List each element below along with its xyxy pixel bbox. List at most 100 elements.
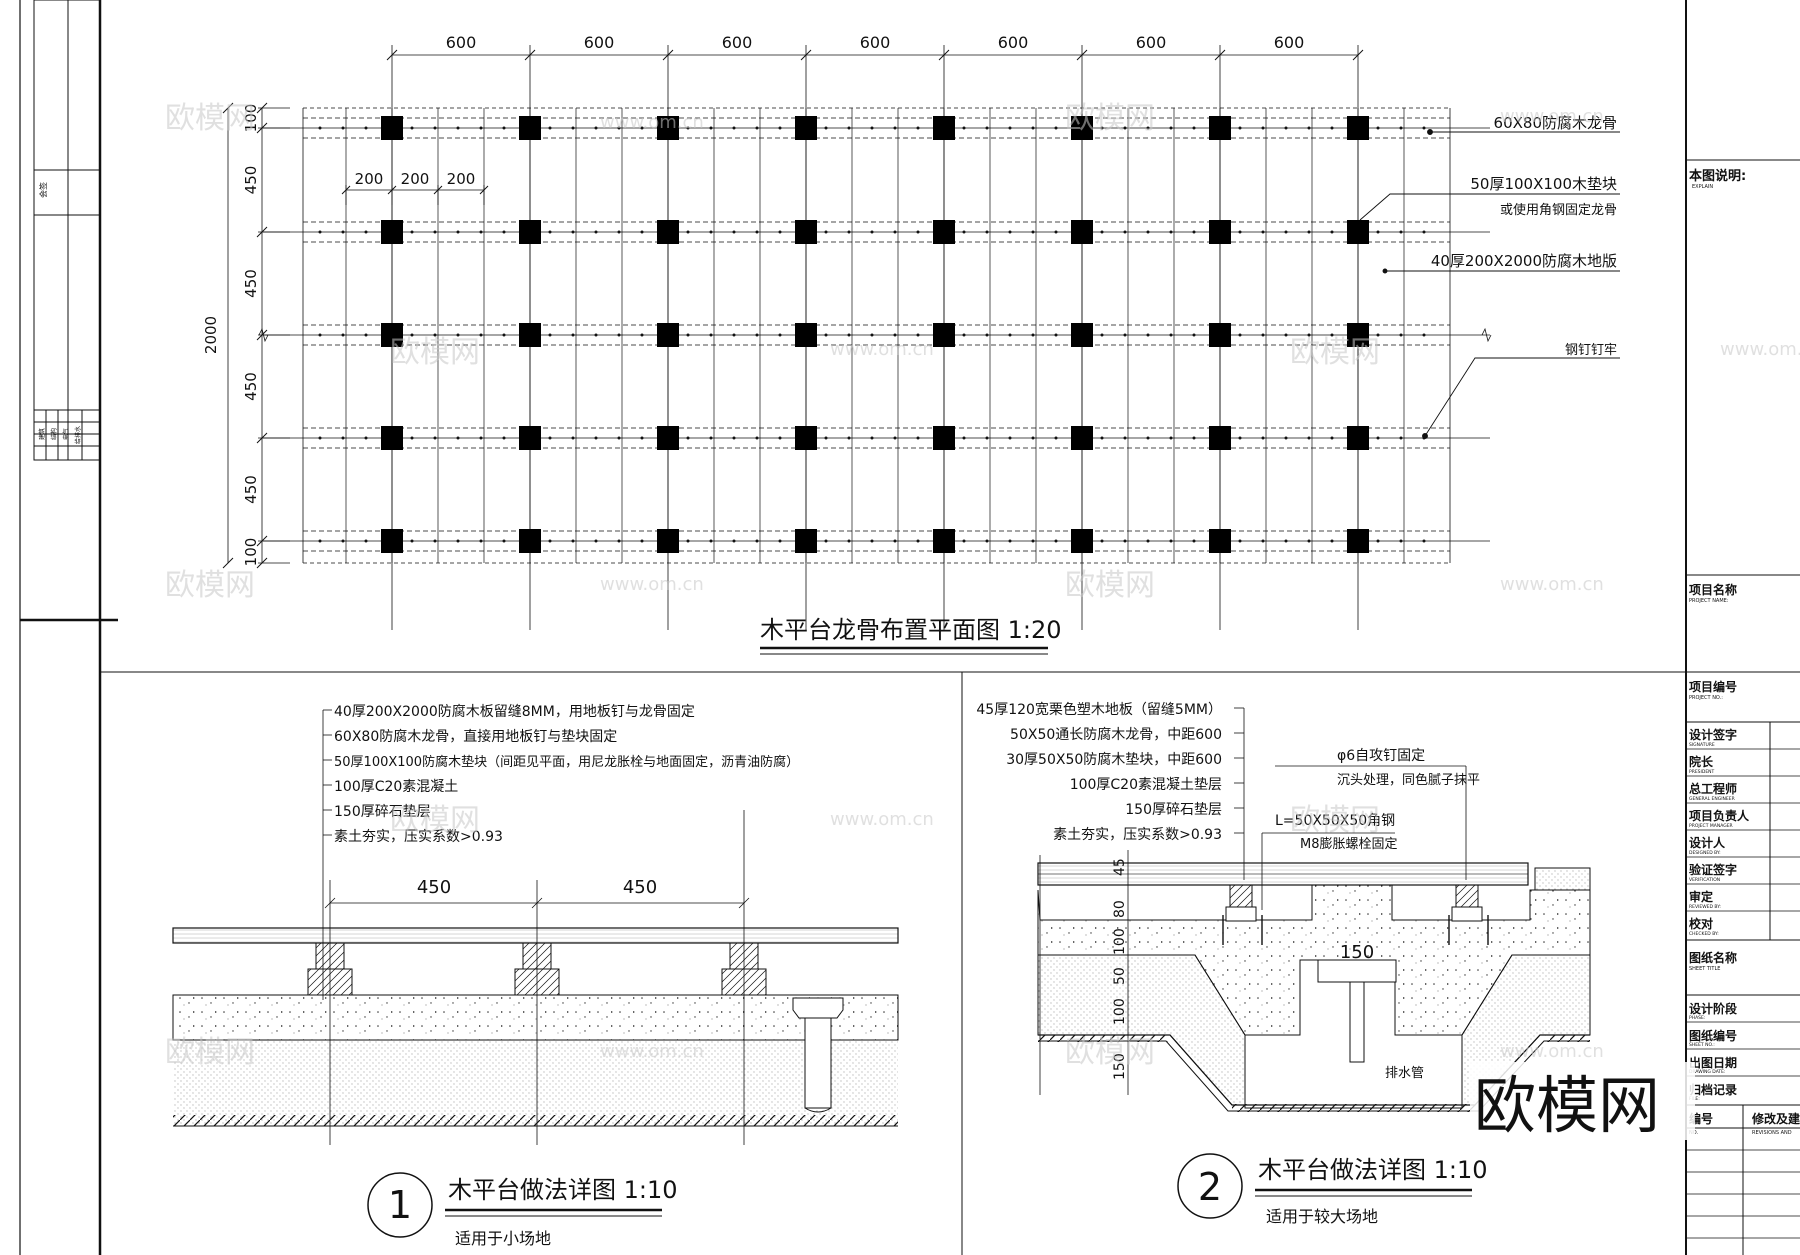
plan-dim-600: 600 [584, 33, 615, 52]
nail-dot [502, 539, 506, 543]
nail-dot [824, 230, 828, 234]
d1-layer-1: 40厚200X2000防腐木板留缝8MM，用地板钉与龙骨固定 [334, 703, 695, 720]
label-keel: 60X80防腐木龙骨 [1494, 114, 1617, 132]
tb-explain-en: EXPLAIN [1692, 184, 1713, 190]
nail-dot [410, 436, 414, 440]
plan-dim-600: 600 [722, 33, 753, 52]
nail-dot [548, 126, 552, 130]
wood-block [1209, 116, 1231, 140]
nail-dot [1146, 126, 1150, 130]
wood-block [381, 529, 403, 553]
nail-dot [1307, 539, 1311, 543]
nail-dot [1192, 436, 1196, 440]
nail-dot [916, 126, 920, 130]
nail-dot [824, 333, 828, 337]
tb-row-label: 校对 [1689, 916, 1713, 931]
nail-dot [1261, 436, 1265, 440]
countersign-strip [33, 0, 101, 461]
nail-dot [1146, 230, 1150, 234]
nail-dot [1054, 333, 1058, 337]
nail-dot [1031, 436, 1035, 440]
nail-dot [318, 436, 322, 440]
nail-dot [870, 126, 874, 130]
nail-dot [1031, 126, 1035, 130]
tb-project-name-en: PROJECT NAME: [1689, 598, 1729, 604]
nail-dot [617, 126, 621, 130]
d2-title: 木平台做法详图 1:10 [1258, 1156, 1488, 1184]
nail-dot [502, 126, 506, 130]
wood-block [1071, 323, 1093, 347]
nail-dot [1192, 126, 1196, 130]
tb-row-label: 验证签字 [1689, 862, 1737, 877]
nail-dot [364, 126, 368, 130]
watermark-logo: 欧模网 [1065, 1035, 1155, 1070]
nail-dot [824, 436, 828, 440]
nail-dot [847, 333, 851, 337]
d2-vdim-80: 80 [1112, 900, 1128, 918]
d1-layer-3: 50厚100X100防腐木垫块（间距见平面，用尼龙胀栓与地面固定，沥青油防腐） [334, 754, 799, 770]
nail-dot [755, 539, 759, 543]
nail-dot [1238, 333, 1242, 337]
wood-block [795, 529, 817, 553]
nail-dot [341, 436, 345, 440]
wood-block [1071, 529, 1093, 553]
nail-dot [1100, 230, 1104, 234]
nail-dot [1330, 126, 1334, 130]
d2-layer-3: 30厚50X50防腐木垫块，中距600 [1006, 751, 1222, 768]
nail-dot [686, 126, 690, 130]
tb-row-label: 设计签字 [1689, 727, 1737, 742]
d1-layer-5: 150厚碎石垫层 [334, 804, 431, 820]
watermark-url: www.om.cn [830, 809, 934, 830]
nail-dot [456, 539, 460, 543]
nail-dot [1146, 333, 1150, 337]
nail-dot [479, 436, 483, 440]
d2-layer-1: 45厚120宽栗色塑木地板（留缝5MM） [976, 701, 1222, 718]
watermark-logo: 欧模网 [165, 101, 255, 136]
d1-title: 木平台做法详图 1:10 [448, 1176, 678, 1204]
nail-dot [548, 230, 552, 234]
wood-block [1071, 426, 1093, 450]
nail-dot [686, 333, 690, 337]
d2-note-screw: φ6自攻钉固定 [1337, 748, 1425, 764]
nail-dot [318, 333, 322, 337]
tb-project-no: 项目编号 [1689, 679, 1737, 694]
watermark-url: www.om.cn [830, 339, 934, 360]
plan-dim-200: 200 [355, 170, 384, 188]
nail-dot [778, 126, 782, 130]
nail-dot [732, 333, 736, 337]
nail-dot [1399, 230, 1403, 234]
tb-rev-desc-en: REVISIONS AND [1752, 1130, 1792, 1136]
tb-row-label: 审定 [1689, 889, 1713, 904]
d2-drain-label: 排水管 [1385, 1066, 1424, 1081]
nail-dot [548, 333, 552, 337]
d2-subtitle: 适用于较大场地 [1266, 1207, 1378, 1226]
tb-row-label-en: GENERAL ENGINEER [1689, 796, 1735, 802]
d2-layer-4: 100厚C20素混凝土垫层 [1070, 777, 1222, 793]
nail-dot [732, 230, 736, 234]
watermark-logo: 欧模网 [1065, 568, 1155, 603]
tb-row-label-en: DRAWING DATE: [1689, 1069, 1726, 1075]
nail-dot [732, 436, 736, 440]
nail-dot [985, 539, 989, 543]
nail-dot [1123, 230, 1127, 234]
wood-block [519, 220, 541, 244]
plan-title: 木平台龙骨布置平面图 1:20 [760, 616, 1062, 644]
tb-row-label-en: DESIGNED BY: [1689, 850, 1721, 856]
nail-dot [962, 436, 966, 440]
nail-dot [341, 126, 345, 130]
nail-dot [318, 230, 322, 234]
watermark-logo: 欧模网 [390, 803, 480, 838]
nail-dot [594, 126, 598, 130]
nail-dot [1192, 230, 1196, 234]
strip-item-struct: 结构 [50, 428, 58, 440]
wood-block [657, 323, 679, 347]
nail-dot [571, 436, 575, 440]
nail-dot [1008, 126, 1012, 130]
wood-block [381, 426, 403, 450]
plan-dim-left: 450 [242, 269, 260, 298]
d2-vdim-150: 150 [1112, 1053, 1128, 1080]
nail-dot [1123, 333, 1127, 337]
tb-row-label-en: SIGNATURE [1689, 742, 1715, 748]
wood-block [933, 323, 955, 347]
watermark-logo: 欧模网 [165, 568, 255, 603]
